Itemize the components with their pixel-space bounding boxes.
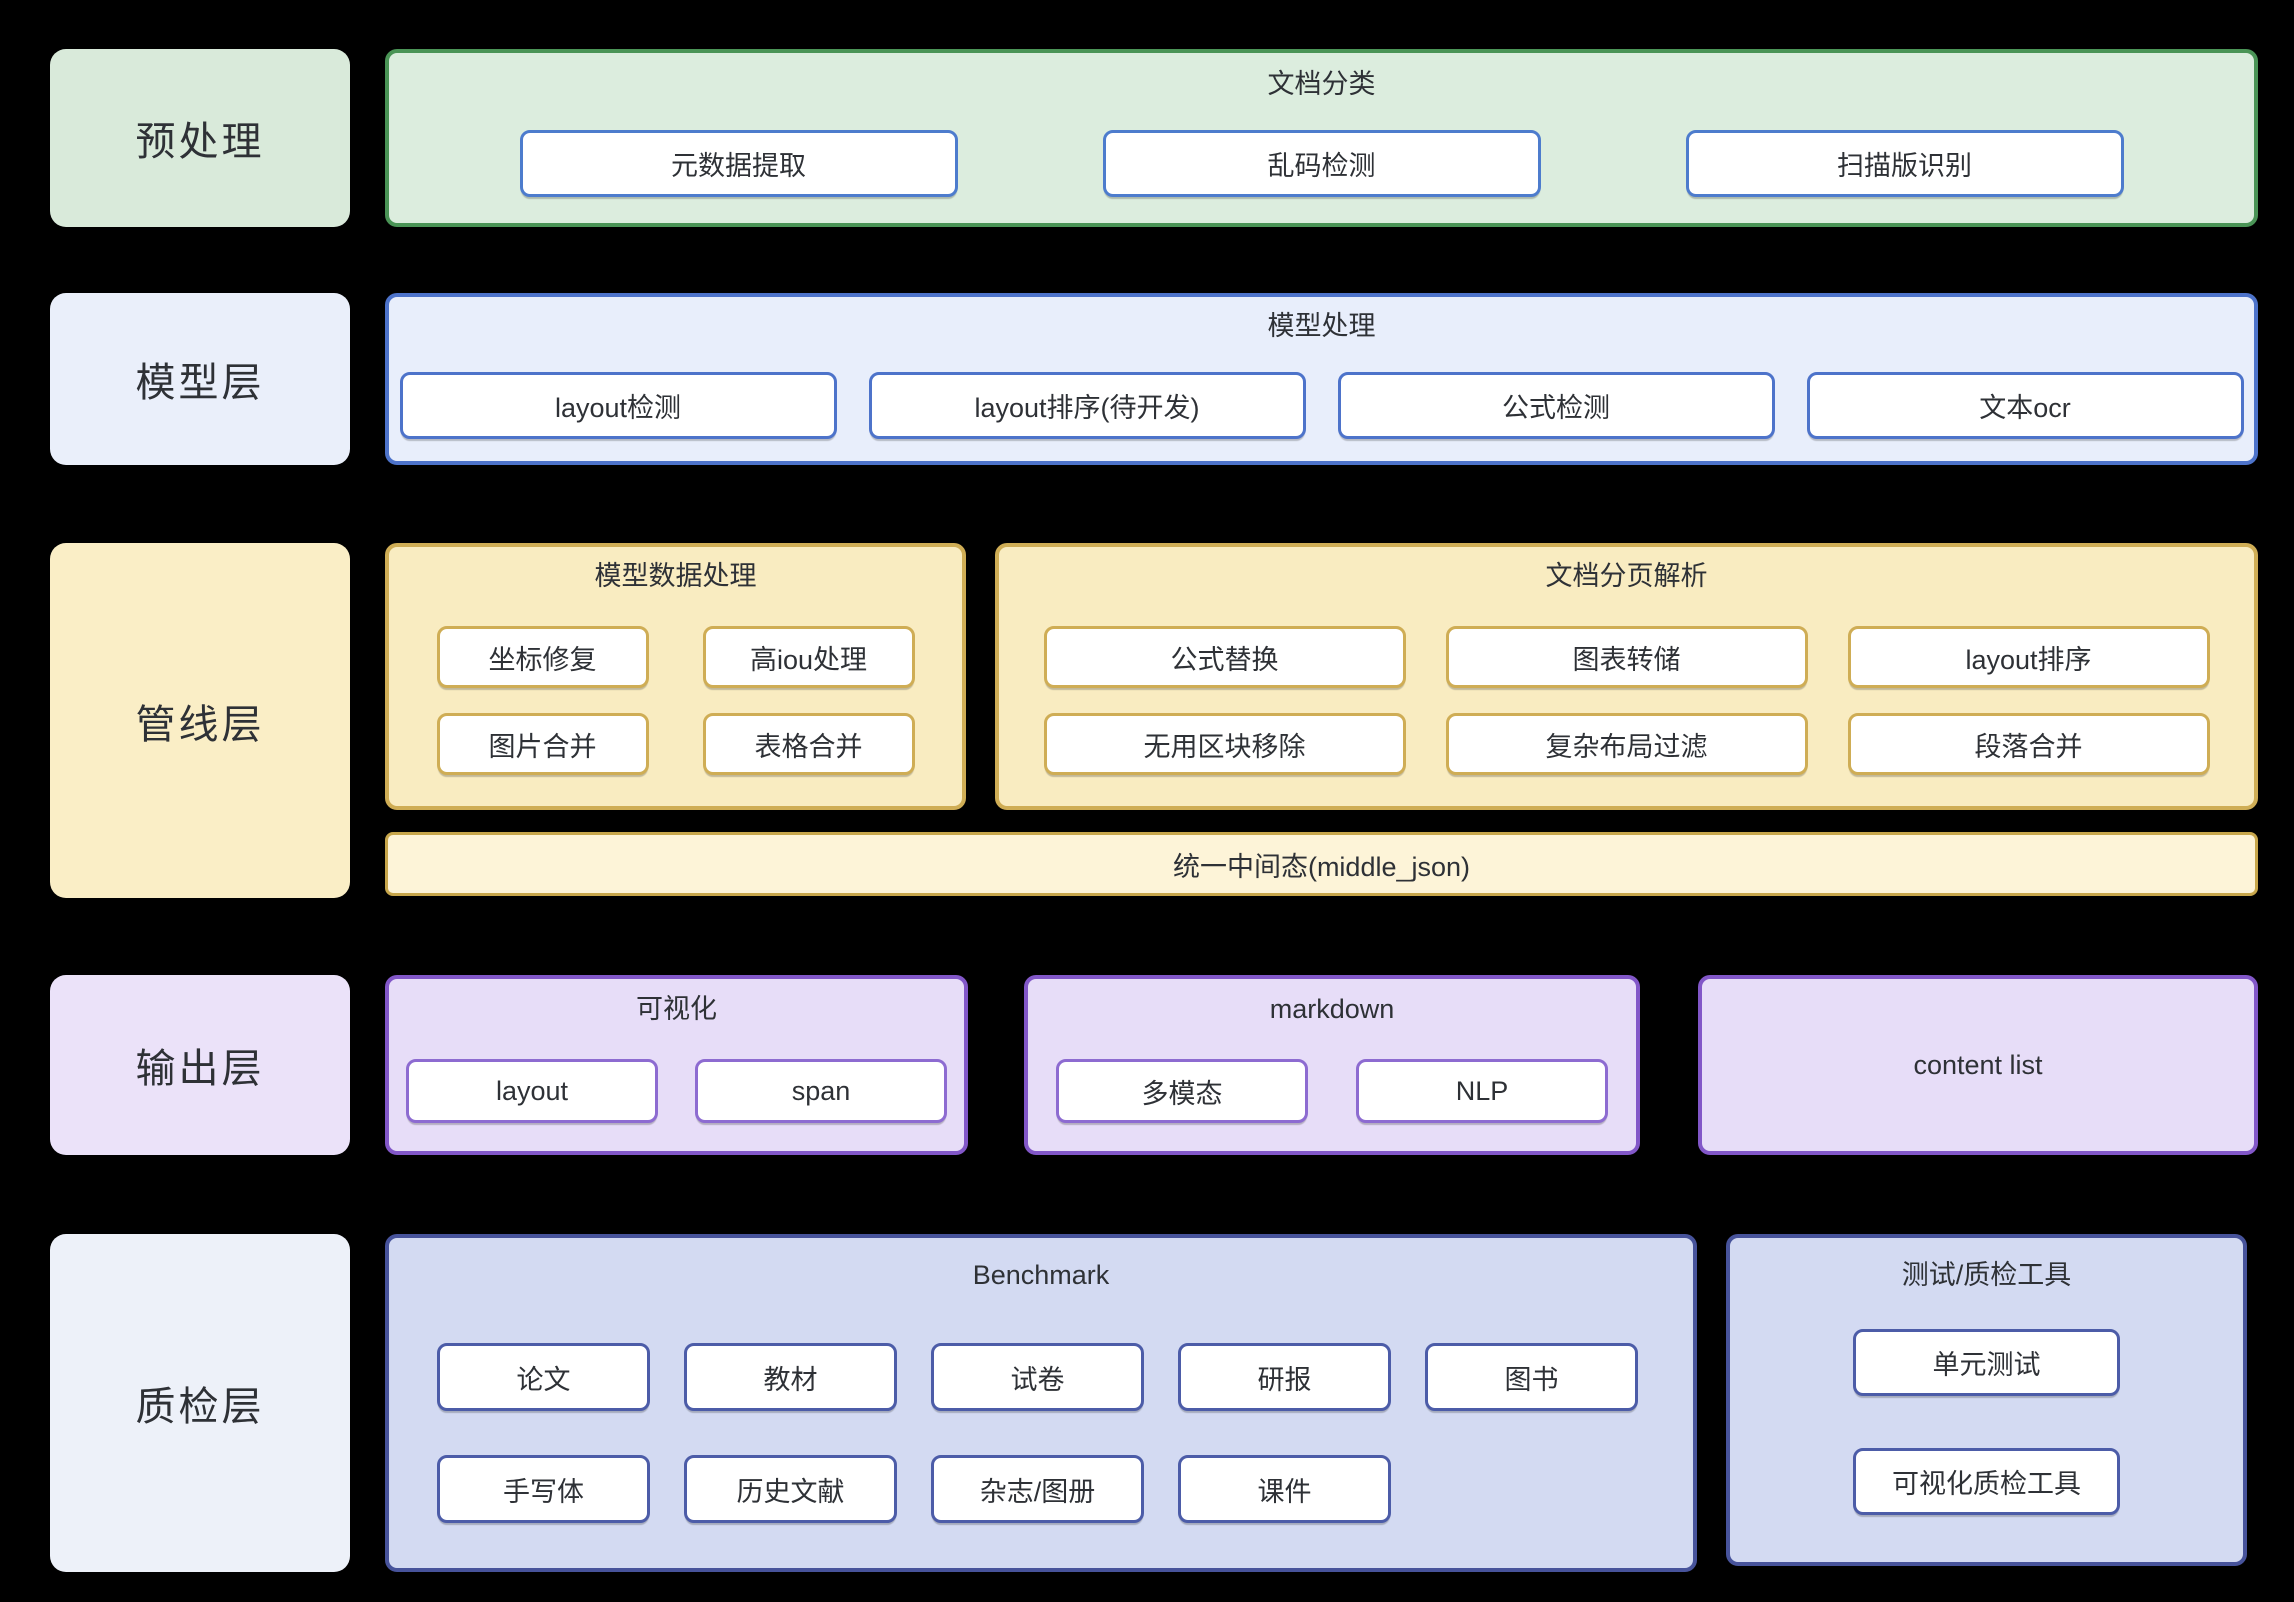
panel-doc-page-parsing: 文档分页解析 公式替换 图表转储 layout排序 无用区块移除 复杂布局过滤 … — [995, 543, 2258, 810]
node-row: 元数据提取 乱码检测 扫描版识别 — [389, 130, 2254, 197]
node-row: layout span — [389, 1059, 964, 1123]
node-span-vis: span — [695, 1059, 947, 1123]
node-complex-layout-filter: 复杂布局过滤 — [1445, 713, 1808, 775]
node-stack: 单元测试 可视化质检工具 — [1730, 1329, 2243, 1515]
node-historical-document: 历史文献 — [684, 1455, 897, 1523]
node-paragraph-merge: 段落合并 — [1847, 713, 2210, 775]
node-formula-replace: 公式替换 — [1043, 626, 1406, 688]
node-nlp: NLP — [1356, 1059, 1608, 1123]
panel-markdown: markdown 多模态 NLP — [1024, 975, 1640, 1155]
node-magazine-album: 杂志/图册 — [931, 1455, 1144, 1523]
node-multimodal: 多模态 — [1056, 1059, 1308, 1123]
panel-model-processing: 模型处理 layout检测 layout排序(待开发) 公式检测 文本ocr — [385, 293, 2258, 465]
panel-title: 模型处理 — [1267, 311, 1376, 341]
panel-title: 文档分类 — [1267, 69, 1376, 99]
panel-title: Benchmark — [972, 1260, 1110, 1290]
node-coordinate-fix: 坐标修复 — [436, 626, 649, 688]
panel-visualization: 可视化 layout span — [385, 975, 968, 1155]
node-row: layout检测 layout排序(待开发) 公式检测 文本ocr — [389, 372, 2254, 439]
node-visual-qc-tool: 可视化质检工具 — [1853, 1448, 2120, 1515]
node-layout-vis: layout — [406, 1059, 658, 1123]
layer-label-model: 模型层 — [50, 293, 350, 465]
node-layout-detection: layout检测 — [399, 372, 837, 439]
panel-title: 文档分页解析 — [1545, 561, 1708, 591]
node-text-ocr: 文本ocr — [1806, 372, 2244, 439]
middle-json-bar: 统一中间态(middle_json) — [385, 832, 2258, 896]
node-scanned-version-recognition: 扫描版识别 — [1685, 130, 2124, 197]
node-row: 多模态 NLP — [1028, 1059, 1636, 1123]
panel-content-list: content list — [1698, 975, 2258, 1155]
node-layout-sort-in-dev: layout排序(待开发) — [868, 372, 1306, 439]
node-garbled-text-detection: 乱码检测 — [1102, 130, 1541, 197]
layer-label-output: 输出层 — [50, 975, 350, 1155]
node-useless-block-removal: 无用区块移除 — [1043, 713, 1406, 775]
node-row: 手写体 历史文献 杂志/图册 课件 — [437, 1455, 1645, 1523]
node-row: 论文 教材 试卷 研报 图书 — [437, 1343, 1645, 1411]
node-formula-detection: 公式检测 — [1337, 372, 1775, 439]
node-research-report: 研报 — [1178, 1343, 1391, 1411]
node-grid: 公式替换 图表转储 layout排序 无用区块移除 复杂布局过滤 段落合并 — [999, 626, 2254, 775]
node-table-merge: 表格合并 — [702, 713, 915, 775]
panel-benchmark: Benchmark 论文 教材 试卷 研报 图书 手写体 历史文献 杂志/图册 … — [385, 1234, 1697, 1572]
panel-title: 模型数据处理 — [594, 561, 757, 591]
node-handwriting: 手写体 — [437, 1455, 650, 1523]
layer-label-pipeline: 管线层 — [50, 543, 350, 898]
panel-title: markdown — [1269, 994, 1395, 1024]
panel-doc-classification: 文档分类 元数据提取 乱码检测 扫描版识别 — [385, 49, 2258, 227]
panel-test-qc-tools: 测试/质检工具 单元测试 可视化质检工具 — [1726, 1234, 2247, 1566]
node-layout-sort: layout排序 — [1847, 626, 2210, 688]
node-grid: 坐标修复 高iou处理 图片合并 表格合并 — [389, 626, 962, 775]
node-chart-dump: 图表转储 — [1445, 626, 1808, 688]
panel-title: 可视化 — [636, 994, 717, 1024]
node-paper: 论文 — [437, 1343, 650, 1411]
node-image-merge: 图片合并 — [436, 713, 649, 775]
node-exam-paper: 试卷 — [931, 1343, 1144, 1411]
node-unit-test: 单元测试 — [1853, 1329, 2120, 1396]
node-metadata-extraction: 元数据提取 — [519, 130, 958, 197]
node-book: 图书 — [1425, 1343, 1638, 1411]
panel-title: 测试/质检工具 — [1901, 1260, 2072, 1290]
node-high-iou-processing: 高iou处理 — [702, 626, 915, 688]
panel-model-data-processing: 模型数据处理 坐标修复 高iou处理 图片合并 表格合并 — [385, 543, 966, 810]
layer-label-preprocessing: 预处理 — [50, 49, 350, 227]
layer-label-qc: 质检层 — [50, 1234, 350, 1572]
node-textbook: 教材 — [684, 1343, 897, 1411]
node-courseware: 课件 — [1178, 1455, 1391, 1523]
